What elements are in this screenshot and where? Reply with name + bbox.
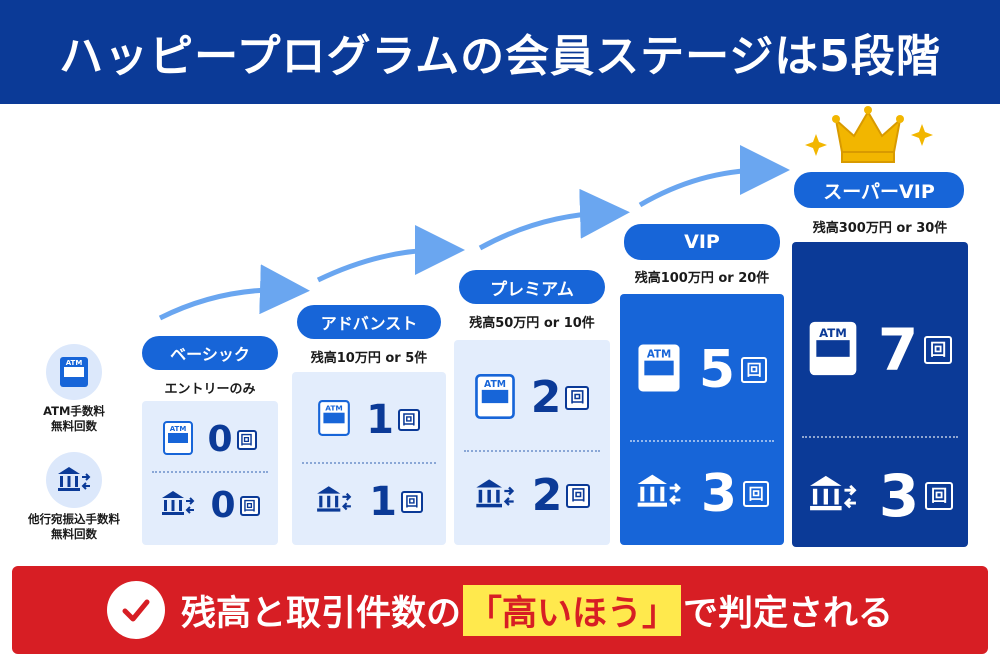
bank-transfer-icon [635,472,683,516]
super-vip-transfer-unit: 回 [925,482,954,510]
stage-super-vip-condition: 残高300万円 or 30件 [812,221,948,236]
svg-text:ATM: ATM [819,325,847,339]
stage-advanced-card: ATM 1 回 1 回 [292,372,446,545]
legend-transfer-label-1: 他行宛振込手数料 [28,512,120,526]
stage-vip-card: ATM 5 回 3 回 [620,294,784,545]
atm-icon: ATM [46,344,102,400]
legend-atm-label-1: ATM手数料 [43,404,105,418]
arrow-1 [158,264,310,321]
svg-text:ATM: ATM [170,425,187,433]
atm-icon: ATM [163,421,194,459]
super-vip-atm-unit: 回 [924,336,953,364]
footer-text-after: で判定される [683,593,894,634]
bank-transfer-icon [315,484,353,520]
footer-text-before: 残高と取引件数の [180,593,461,634]
stage-super-vip-card: ATM 7 回 3 回 [792,242,968,547]
advanced-transfer-count: 1 [369,479,397,525]
super-vip-transfer-count: 3 [878,462,920,530]
legend-atm: ATM ATM手数料 無料回数 [14,344,134,434]
legend-transfer-label-2: 無料回数 [51,527,97,541]
footer-banner: 残高と取引件数の 「高いほう」 で判定される [12,566,988,654]
svg-text:ATM: ATM [325,404,343,413]
footer-highlight: 「高いほう」 [462,584,681,636]
stage-vip-condition: 残高100万円 or 20件 [634,271,770,286]
atm-icon: ATM [637,343,681,397]
bank-transfer-icon [474,477,516,516]
svg-text:ATM: ATM [647,349,671,361]
vip-transfer-unit: 回 [743,481,770,507]
atm-icon: ATM [318,400,350,440]
super-vip-atm-count: 7 [877,316,919,384]
basic-atm-count: 0 [207,419,233,460]
legend-transfer: 他行宛振込手数料 無料回数 [14,452,134,542]
svg-text:ATM: ATM [484,379,506,390]
footer-message: 残高と取引件数の 「高いほう」 で判定される [180,584,894,636]
stage-basic-condition: エントリーのみ [164,382,256,397]
premium-transfer-count: 2 [531,470,563,521]
premium-atm-count: 2 [530,372,562,423]
bank-transfer-icon [807,473,859,520]
premium-atm-unit: 回 [565,386,590,410]
bank-transfer-icon [160,489,196,523]
vip-atm-unit: 回 [741,357,768,383]
basic-transfer-count: 0 [210,485,236,526]
legend-atm-label-2: 無料回数 [51,419,97,433]
stage-basic-card: ATM 0 回 0 回 [142,401,278,545]
premium-transfer-unit: 回 [566,484,591,508]
vip-transfer-count: 3 [700,464,738,524]
basic-atm-unit: 回 [236,430,257,450]
check-icon [106,581,165,639]
stage-premium-condition: 残高50万円 or 10件 [469,316,595,331]
stage-super-vip-label: スーパーVIP [794,172,964,208]
atm-icon: ATM [808,320,858,381]
stage-advanced-label: アドバンスト [297,305,441,339]
crown-icon [832,106,904,163]
bank-transfer-icon [46,452,102,508]
atm-icon: ATM [474,373,515,423]
stage-premium-label: プレミアム [459,270,605,304]
page-title: ハッピープログラムの会員ステージは5段階 [59,31,941,82]
stage-advanced-condition: 残高10万円 or 5件 [310,351,428,366]
vip-atm-count: 5 [698,340,736,400]
basic-transfer-unit: 回 [239,496,260,516]
svg-text:ATM: ATM [66,359,83,367]
arrow-4 [638,145,790,208]
stage-basic-label: ベーシック [142,336,278,370]
stage-vip-label: VIP [624,224,780,260]
advanced-atm-unit: 回 [397,409,420,431]
sparkle-icon [911,124,933,146]
arrow-2 [316,225,465,283]
sparkle-icon [805,134,827,156]
arrow-3 [478,188,630,251]
stage-premium-card: ATM 2 回 2 回 [454,340,610,545]
header-banner: ハッピープログラムの会員ステージは5段階 [0,0,1000,104]
advanced-transfer-unit: 回 [400,491,423,513]
advanced-atm-count: 1 [366,397,394,443]
